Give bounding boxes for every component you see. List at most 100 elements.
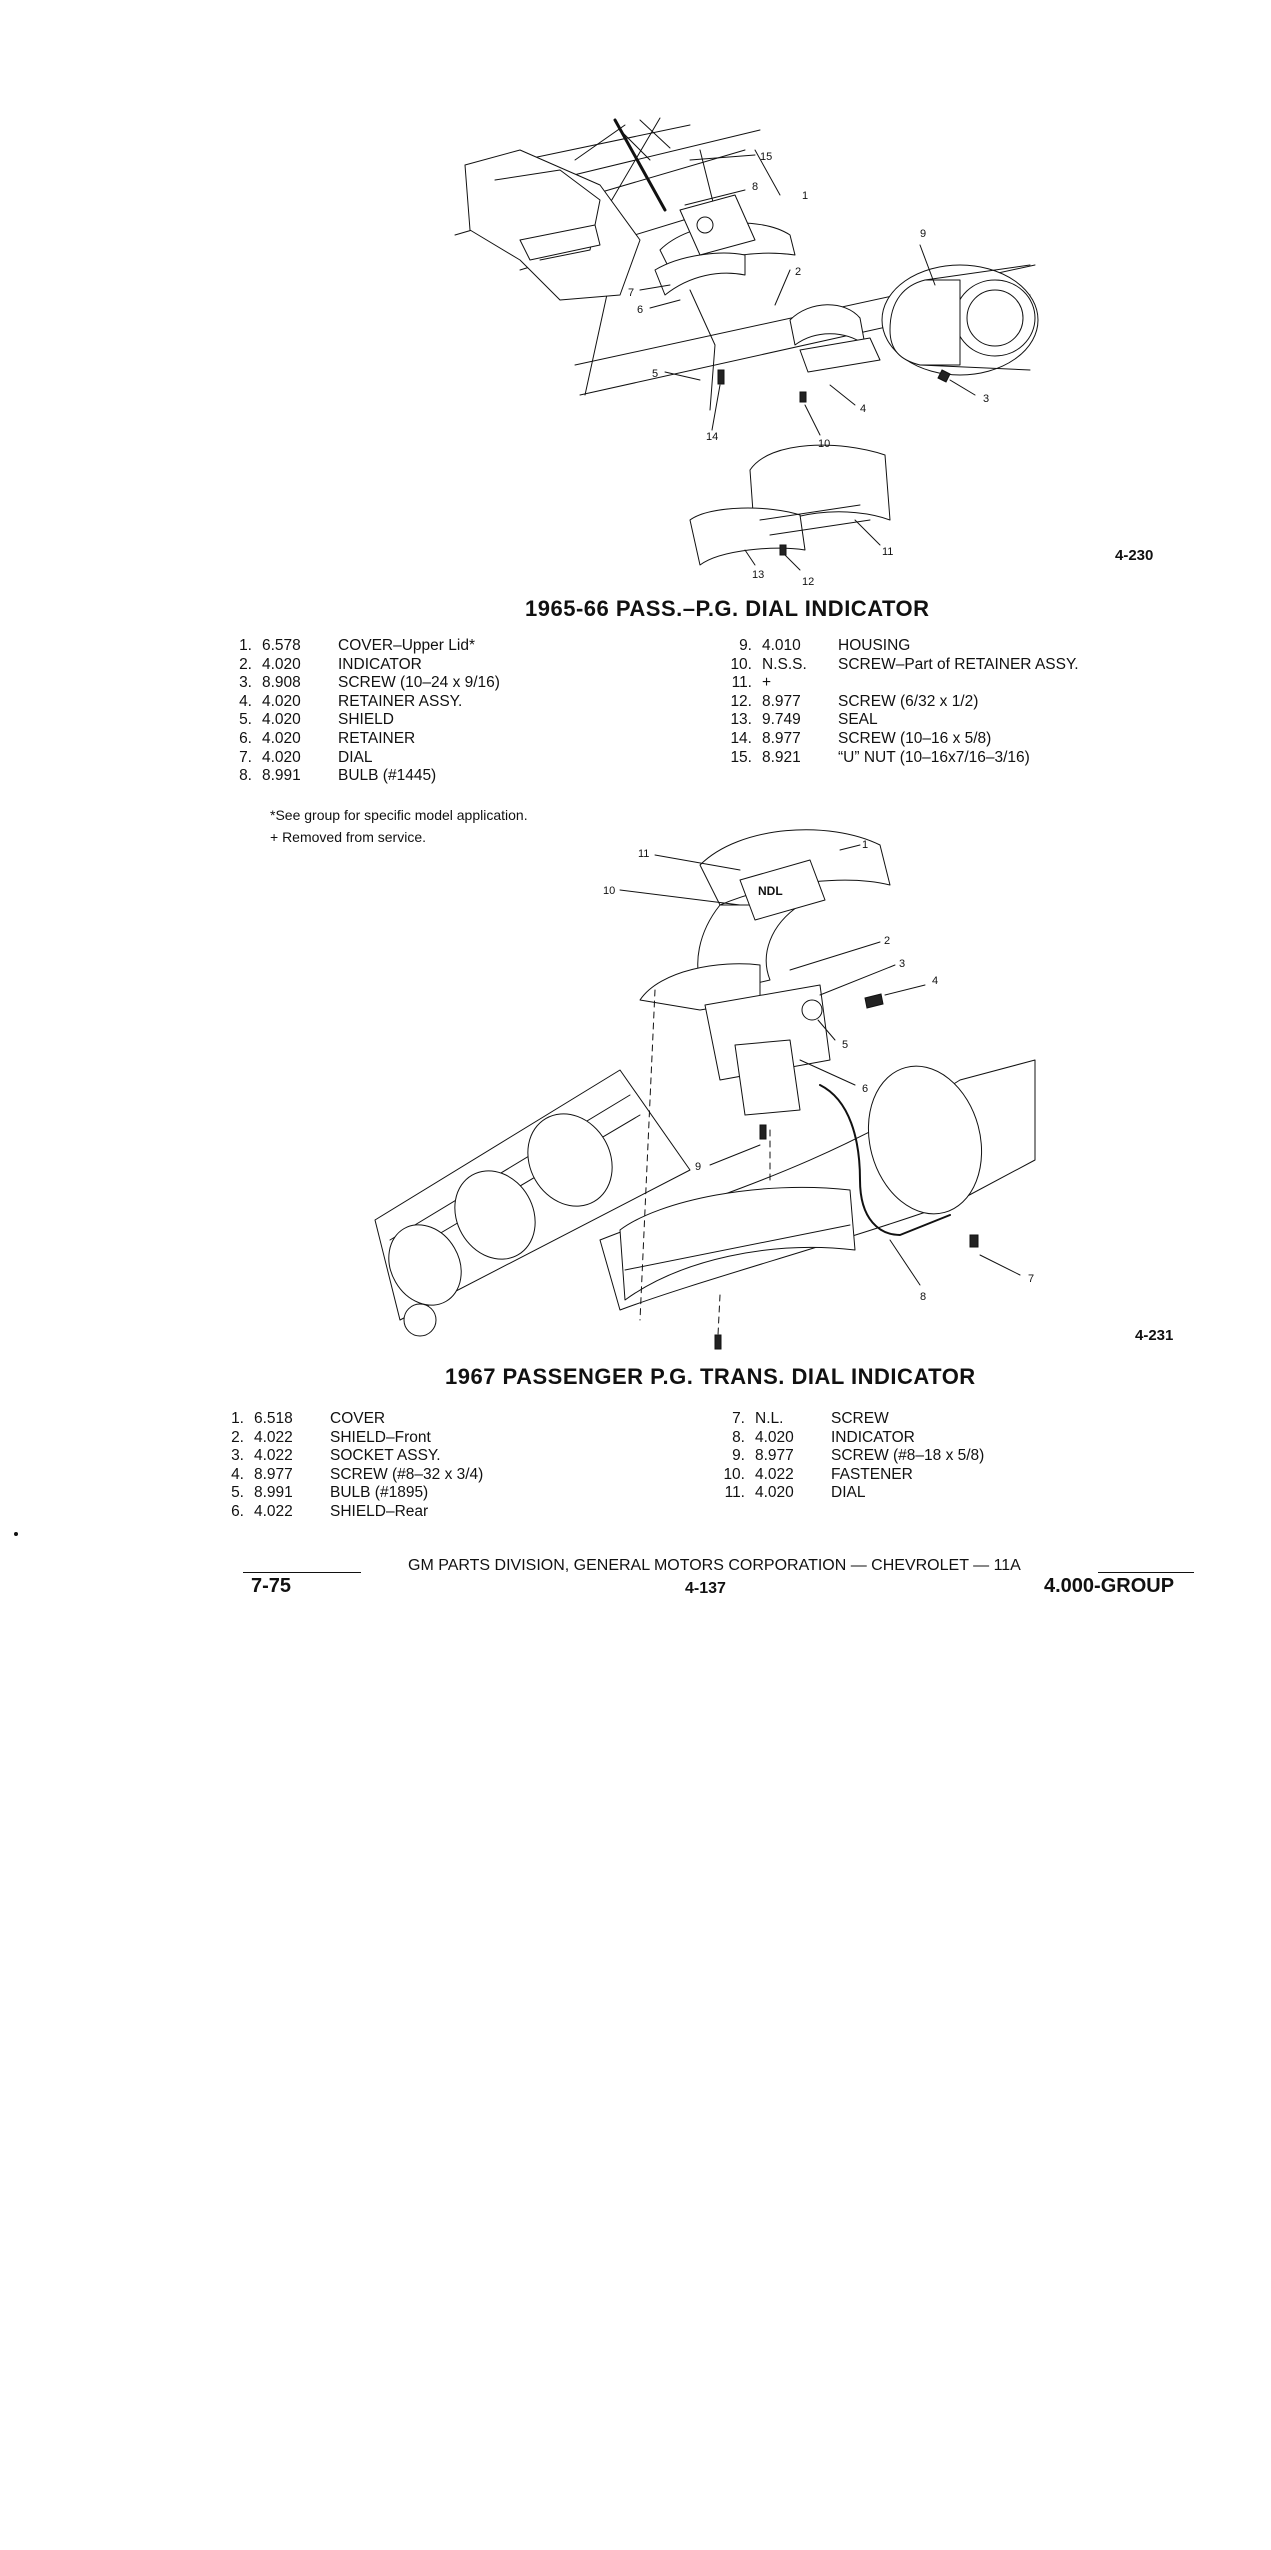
parts-row: 10.N.S.S.SCREW–Part of RETAINER ASSY.	[722, 655, 1078, 675]
part-description: COVER–Upper Lid*	[338, 637, 475, 654]
parts-row: 3. 8.908 SCREW (10–24 x 9/16)	[230, 674, 500, 693]
part-index: 2.	[239, 655, 252, 673]
margin-dot	[14, 1532, 18, 1536]
part-code: 8.921	[762, 748, 801, 766]
parts-row: 15.8.921“U” NUT (10–16x7/16–3/16)	[722, 749, 1079, 768]
part-code: 4.022	[254, 1447, 293, 1465]
footer-rule-left	[243, 1572, 361, 1573]
part-index: 10.	[730, 655, 752, 673]
part-index: 13.	[730, 711, 752, 729]
callout: 8	[752, 181, 758, 193]
part-index: 7.	[239, 748, 252, 766]
parts-row: 13. 9.749 SEAL	[722, 711, 1079, 730]
part-description: DIAL	[338, 748, 373, 766]
part-code: N.S.S.	[762, 655, 807, 673]
part-code: 4.020	[262, 748, 301, 766]
figure-title: 1965-66 PASS.–P.G. DIAL INDICATOR	[525, 596, 930, 621]
footnote-removed: + Removed from service.	[270, 829, 426, 845]
figure-1967-illustration: NDL 1 2 3 4 5 6 7 8 9 10 11	[374, 829, 1036, 1350]
parts-row: 12. 8.977 SCREW (6/32 x 1/2)	[722, 693, 1079, 712]
callout: 9	[920, 228, 926, 240]
callout: 7	[1028, 1273, 1034, 1285]
callout: 11	[638, 848, 649, 860]
part-code: 4.010	[762, 637, 801, 654]
part-description: SCREW (10–24 x 9/16)	[338, 674, 500, 692]
part-code: 4.020	[755, 1484, 794, 1502]
callout: 3	[899, 958, 905, 970]
parts-row: 5. 8.991 BULB (#1895)	[222, 1484, 483, 1503]
part-description: HOUSING	[838, 637, 911, 654]
callout: 1	[802, 190, 808, 202]
part-code: 4.020	[262, 711, 301, 729]
callout: 1	[862, 839, 868, 851]
page-number-center: 4-137	[685, 1580, 726, 1597]
callout: 14	[706, 431, 718, 443]
part-index: 15.	[730, 748, 752, 766]
callout: 6	[637, 304, 643, 316]
part-description: SHIELD	[338, 711, 394, 729]
part-description: BULB (#1895)	[330, 1484, 429, 1502]
part-index: 9.	[739, 637, 752, 654]
part-index: 8.	[239, 767, 252, 785]
parts-row: 11. +	[722, 674, 1079, 693]
part-description: DIAL	[831, 1484, 866, 1502]
part-index: 4.	[239, 692, 252, 710]
part-index: 5.	[231, 1484, 244, 1502]
part-index: 10.	[723, 1465, 745, 1483]
callout: 5	[842, 1039, 848, 1051]
part-index: 7.	[732, 1410, 745, 1427]
part-code: 4.022	[254, 1502, 293, 1520]
part-description: RETAINER	[338, 729, 416, 747]
callout: 15	[760, 151, 772, 163]
part-description: SCREW (6/32 x 1/2)	[838, 692, 979, 710]
figure-1965-66-illustration: 1 2 3 4 5 6 7 8 9 10 11 12 13 14 15	[454, 117, 1039, 588]
part-code: +	[762, 674, 772, 692]
part-description: SOCKET ASSY.	[330, 1447, 441, 1465]
part-description: SEAL	[838, 711, 878, 729]
part-code: 8.991	[254, 1484, 293, 1502]
part-code: 4.022	[254, 1428, 293, 1446]
part-code: 9.749	[762, 711, 801, 729]
part-index: 11.	[731, 674, 752, 692]
callout: 12	[802, 576, 814, 588]
parts-row: 5. 4.020 SHIELD	[230, 711, 500, 730]
callout: 11	[882, 546, 893, 558]
part-index: 4.	[231, 1465, 244, 1483]
callout: 5	[652, 368, 658, 380]
page-number-left: 7-75	[251, 1575, 292, 1597]
part-description: SCREW (#8–18 x 5/8)	[831, 1447, 985, 1465]
part-code: 4.020	[755, 1428, 794, 1446]
callout: 9	[695, 1161, 701, 1173]
part-index: 8.	[732, 1428, 745, 1446]
part-index: 5.	[239, 711, 252, 729]
callout: 10	[603, 885, 615, 897]
callout: 10	[818, 438, 830, 450]
part-code: 8.977	[762, 729, 801, 747]
part-code: 8.977	[762, 692, 801, 710]
part-description: INDICATOR	[338, 655, 422, 673]
part-description: SCREW (#8–32 x 3/4)	[330, 1465, 484, 1483]
part-index: 12.	[730, 692, 752, 710]
figure-title: 1967 PASSENGER P.G. TRANS. DIAL INDICATO…	[445, 1364, 976, 1389]
part-index: 3.	[239, 674, 252, 692]
part-description: BULB (#1445)	[338, 767, 437, 785]
part-code: 8.977	[755, 1447, 794, 1465]
part-code: 8.908	[262, 674, 301, 692]
parts-row: 7. 4.020 DIAL	[230, 749, 500, 768]
part-description: COVER	[330, 1410, 386, 1427]
part-description: SHIELD–Rear	[330, 1502, 429, 1520]
parts-row: 9. 4.010 HOUSING	[722, 637, 1079, 656]
